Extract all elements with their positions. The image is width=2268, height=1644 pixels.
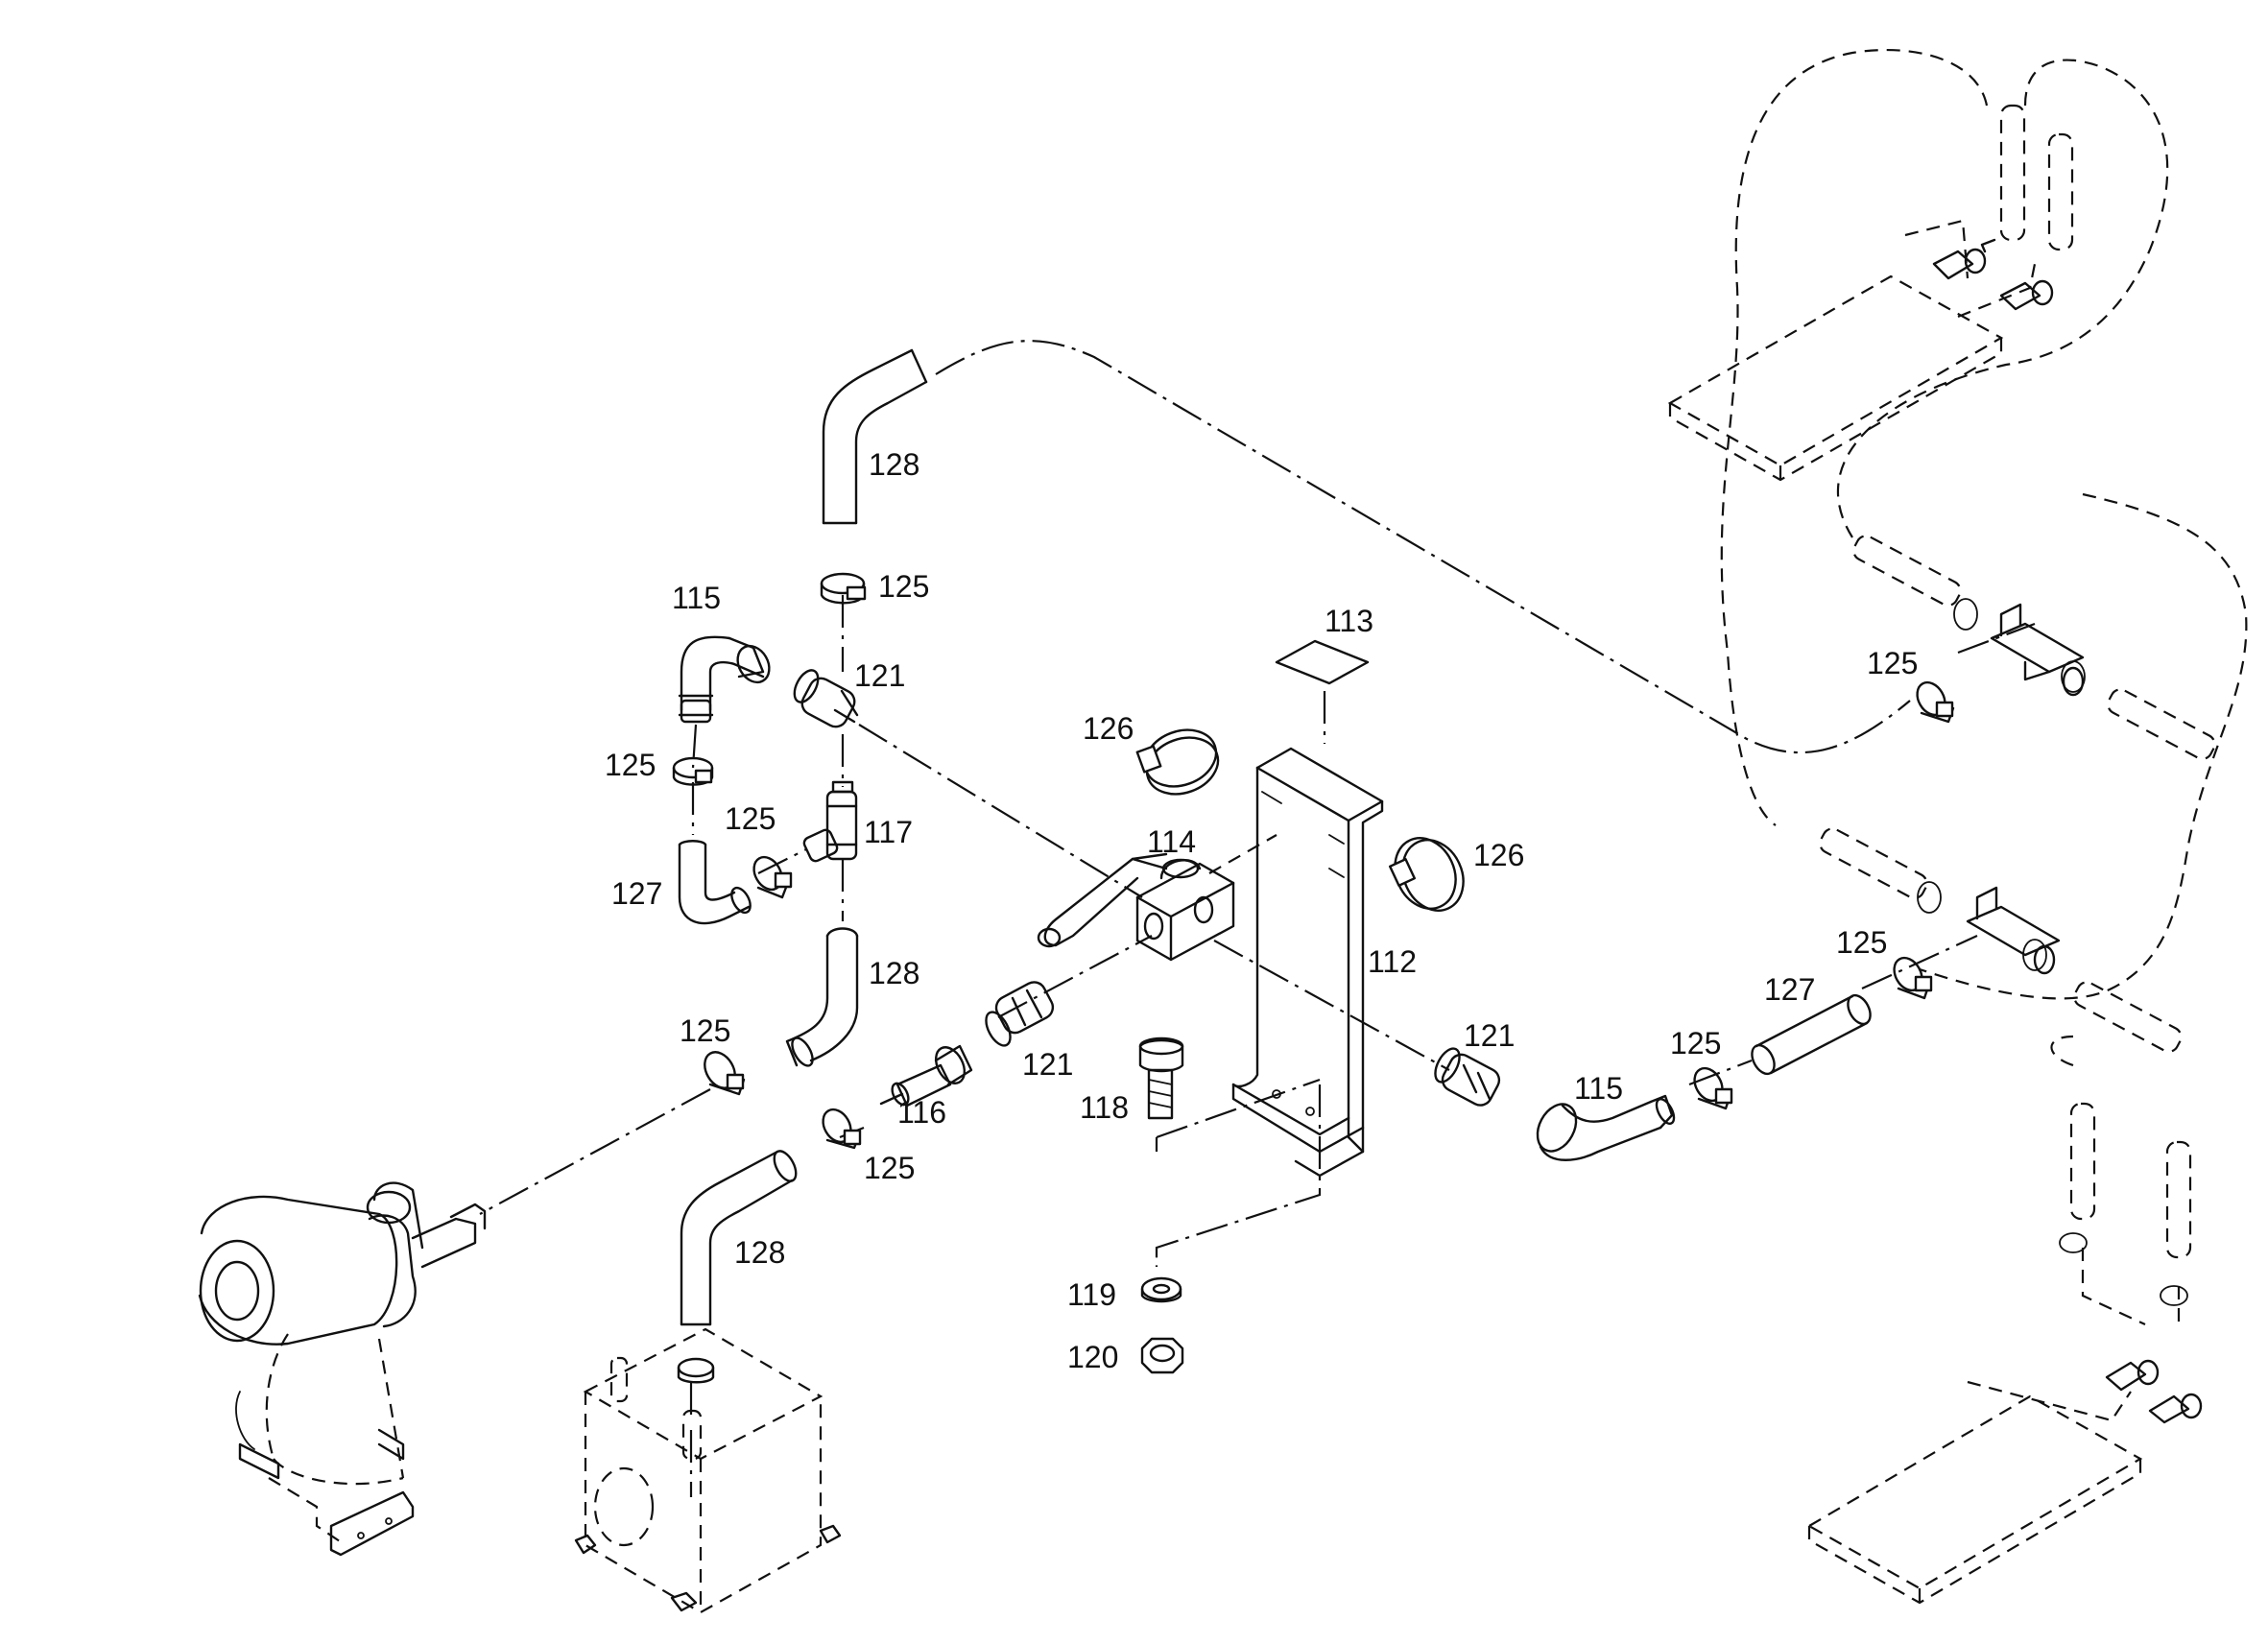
label-125-g: 125	[1836, 925, 1887, 960]
phantom-tank	[583, 1327, 824, 1614]
label-119: 119	[1067, 1277, 1116, 1312]
hose-clamp-125-c	[752, 855, 793, 899]
hose-128-middle	[785, 927, 859, 1067]
small-clamps-right	[1917, 598, 2188, 1306]
label-125-upper-right: 125	[1867, 646, 1918, 680]
fitting-121-right	[1434, 1047, 1501, 1107]
hose-clamp-125-tank	[677, 1357, 715, 1384]
straight-hose-127-right	[1751, 993, 1872, 1076]
hose-128-lower	[680, 1150, 798, 1326]
label-114: 114	[1147, 824, 1196, 859]
label-121-right: 121	[1464, 1018, 1515, 1053]
bolt-118	[1138, 1036, 1184, 1120]
hose-clamp-126-right	[1388, 837, 1465, 912]
label-121-upper: 121	[854, 658, 905, 693]
label-125-c: 125	[725, 801, 776, 836]
nut-120	[1140, 1337, 1184, 1374]
phantom-upper-right-loop	[1720, 49, 2248, 1067]
hose-clamp-125-e	[822, 1108, 862, 1150]
label-115-left: 115	[672, 581, 721, 615]
hose-clamp-126-upper	[1135, 728, 1220, 796]
label-113: 113	[1325, 604, 1373, 638]
label-125-a: 125	[878, 569, 929, 604]
label-112: 112	[1368, 944, 1417, 979]
label-115-right: 115	[1574, 1071, 1623, 1106]
label-125-b: 125	[605, 748, 656, 782]
label-128-middle: 128	[869, 956, 919, 990]
phantom-lower-plate	[1806, 1394, 2143, 1605]
elbow-hose-127-left	[678, 840, 752, 925]
phantom-upper-plate	[1667, 274, 2004, 482]
hose-clamp-125-d	[704, 1051, 746, 1096]
label-120: 120	[1067, 1340, 1118, 1374]
fitting-121-middle	[985, 981, 1055, 1047]
electric-pump	[198, 1181, 487, 1557]
label-125-d: 125	[680, 1013, 730, 1048]
label-128-upper: 128	[869, 447, 919, 482]
hose-clamp-125-b	[672, 756, 714, 786]
label-127-left: 127	[611, 876, 662, 911]
phantom-tubes-right	[1819, 535, 2216, 1422]
label-128-lower: 128	[734, 1235, 785, 1270]
hose-clamp-125-g	[1893, 956, 1933, 1000]
mounting-bracket-112	[1208, 747, 1384, 1178]
elbow-fittings-lower	[2105, 1359, 2203, 1424]
tee-fitting-117	[802, 780, 858, 863]
label-126-right: 126	[1473, 838, 1524, 872]
part-labels: 128 125 115 121 125 125 117 127 128 125 …	[605, 447, 1887, 1374]
label-125-e: 125	[864, 1151, 915, 1185]
hose-clamp-125-a	[820, 572, 867, 605]
decal-113	[1275, 639, 1370, 685]
label-116: 116	[897, 1095, 946, 1130]
hose-clamp-125-upper-right	[1916, 680, 1955, 724]
ball-valve-114	[1037, 852, 1235, 962]
label-126-upper: 126	[1083, 711, 1134, 746]
fitting-121-upper	[793, 669, 859, 728]
label-117: 117	[864, 815, 913, 849]
label-127-right: 127	[1764, 972, 1815, 1007]
hose-clamp-125-f	[1693, 1066, 1733, 1110]
elbow-fittings-upper	[1932, 238, 2054, 311]
label-118: 118	[1080, 1090, 1129, 1125]
washer-119	[1140, 1276, 1182, 1303]
hose-128-upper	[822, 348, 928, 525]
label-121-middle: 121	[1022, 1047, 1073, 1082]
elbow-hose-115-right	[1536, 1094, 1676, 1161]
tee-fitting-upper-right	[1990, 603, 2085, 697]
fitting-116	[879, 1044, 973, 1108]
tank-fittings	[574, 1524, 842, 1612]
label-125-f: 125	[1670, 1026, 1721, 1060]
elbow-hose-115-left	[678, 635, 771, 724]
